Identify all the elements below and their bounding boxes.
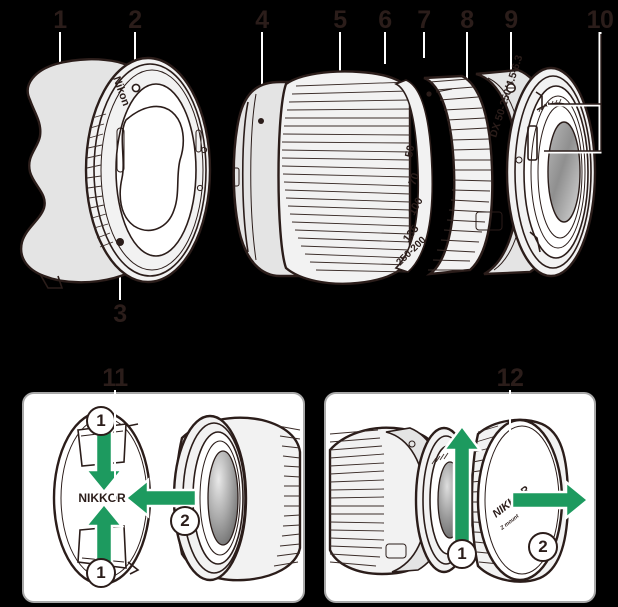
lens-illustration-top: Nikon — [19, 32, 602, 289]
callout-number-10: 10 — [586, 6, 614, 34]
focal-length-index-mark — [426, 91, 432, 97]
callout-number-6: 6 — [378, 6, 392, 34]
callout-10-bracket — [543, 32, 602, 154]
panel-front-lens-cap: NIKKOR 1 1 2 — [22, 392, 305, 603]
callout-line-12 — [509, 390, 511, 472]
callout-number-8: 8 — [460, 6, 474, 34]
callout-number-5: 5 — [333, 6, 347, 34]
panel-rear-lens-cap: NIKKOR Z mount 1 2 — [324, 392, 596, 603]
zoom-ring-ribs — [281, 81, 411, 273]
callout-number-3: 3 — [113, 300, 127, 328]
front-glass-element — [207, 450, 239, 546]
lens-mount — [505, 66, 597, 278]
rear-cap-illustration: NIKKOR Z mount — [328, 418, 590, 583]
lens-rotation-ring — [423, 74, 494, 276]
lens-hood: Nikon — [19, 56, 212, 289]
lens-front-section — [172, 414, 302, 582]
rear-cap-arrow-up — [441, 423, 483, 546]
callout-line-11 — [114, 390, 116, 500]
callout-line-5 — [339, 32, 341, 94]
rear-lens-ribs — [329, 429, 385, 567]
callout-number-9: 9 — [504, 6, 518, 34]
step-marker-1-bottom: 1 — [86, 558, 116, 588]
rear-index-dot — [408, 440, 416, 448]
front-cap-illustration: NIKKOR — [52, 410, 302, 586]
callout-number-4: 4 — [255, 6, 269, 34]
focal-label-70: 70 — [407, 171, 422, 187]
hood-rib-texture — [86, 113, 114, 248]
step-marker-2-left: 2 — [170, 506, 200, 536]
step-marker-2-right: 2 — [528, 532, 558, 562]
callout-number-12: 12 — [496, 364, 524, 392]
callout-line-6 — [384, 32, 386, 64]
hood-lock-mark — [116, 238, 124, 246]
step-marker-1-top: 1 — [86, 406, 116, 436]
cap-arrow-up — [83, 502, 125, 568]
callout-line-9 — [510, 32, 512, 72]
lens-body: 50 70 100 135 250-200 — [232, 32, 602, 285]
hood-mount-index — [131, 83, 141, 93]
front-ring-index-dot — [258, 118, 264, 124]
callout-number-11: 11 — [102, 364, 128, 392]
front-cap-brand-text: NIKKOR — [78, 491, 126, 505]
step-marker-1-up: 1 — [447, 539, 477, 569]
callout-line-7 — [423, 32, 425, 58]
callout-number-7: 7 — [417, 6, 431, 34]
lens-mounting-mark — [505, 83, 516, 94]
zoom-ring — [277, 70, 412, 285]
callout-line-8 — [466, 32, 468, 80]
callout-number-1: 1 — [53, 6, 67, 34]
callout-line-1 — [59, 32, 61, 90]
rear-glass-element — [547, 121, 581, 223]
callout-number-2: 2 — [128, 6, 142, 34]
cap-arrow-down — [83, 428, 125, 494]
callout-line-4 — [261, 32, 263, 120]
rear-cap-arrow-right — [510, 479, 590, 521]
barrel-plate — [475, 211, 503, 231]
front-barrel-ribs — [273, 425, 301, 567]
focal-label-50: 50 — [403, 144, 417, 158]
